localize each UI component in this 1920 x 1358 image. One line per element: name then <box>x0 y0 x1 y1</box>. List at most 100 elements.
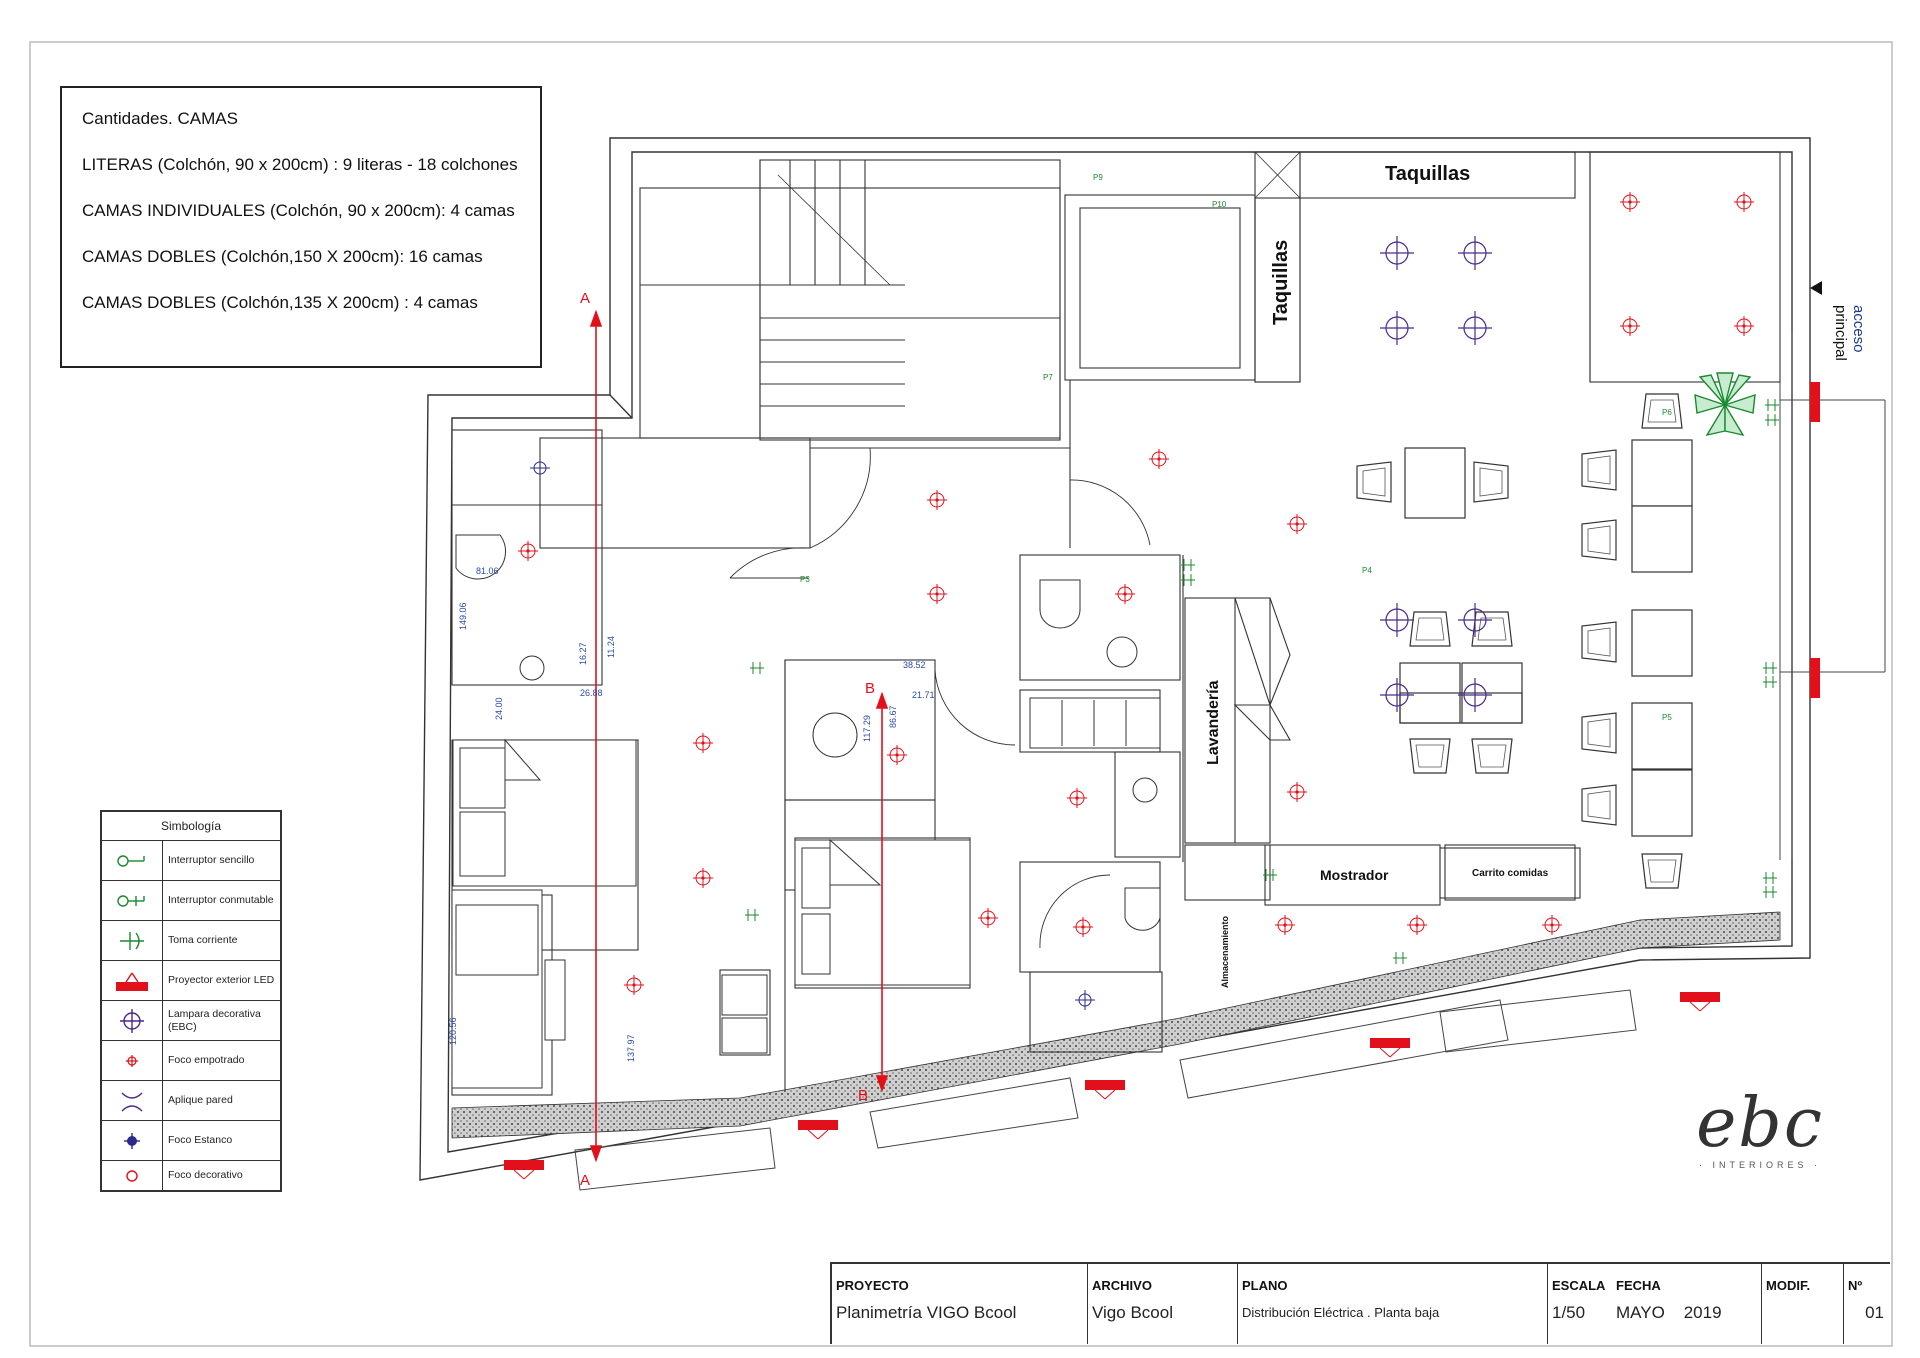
legend-label: Lampara decorativa (EBC) <box>168 1008 261 1033</box>
waterproof-spot-icon <box>124 1132 140 1149</box>
tb-fecha-anio: 2019 <box>1683 1303 1722 1322</box>
lobby-furniture <box>1356 393 1693 889</box>
decorative-spot-icon <box>126 1169 138 1182</box>
access-label-2: principal <box>1832 305 1849 361</box>
single-switch-icon <box>117 854 145 867</box>
tb-num-value: 01 <box>1865 1303 1884 1322</box>
legend-row: Lampara decorativa (EBC) <box>102 1001 280 1041</box>
room-taquillas-side: Taquillas <box>1270 240 1292 325</box>
outlet-icon <box>120 931 144 950</box>
point-p7: P7 <box>1043 373 1053 382</box>
legend-label: Toma corriente <box>168 934 238 947</box>
dim-21-71: 21.71 <box>912 690 935 700</box>
quantity-dobles-135: CAMAS DOBLES (Colchón,135 X 200cm) : 4 c… <box>82 293 478 312</box>
legend-row: Foco empotrado <box>102 1041 280 1081</box>
room-taquillas-top: Taquillas <box>1385 163 1470 185</box>
point-p4: P4 <box>1362 566 1372 575</box>
tb-archivo-label: ARCHIVO <box>1092 1278 1152 1293</box>
room-carrito: Carrito comidas <box>1472 868 1549 879</box>
room-lavanderia: Lavandería <box>1205 680 1222 765</box>
wall-sconce-icon <box>121 1091 143 1112</box>
plant-icon <box>1694 372 1756 437</box>
door-swings <box>729 447 1151 949</box>
led-projector-icon <box>116 972 148 991</box>
legend-label: Foco decorativo <box>168 1169 243 1182</box>
dim-120-56: 120.56 <box>448 1017 458 1045</box>
legend-label: Aplique pared <box>168 1094 233 1107</box>
tb-modif-label: MODIF. <box>1766 1278 1811 1293</box>
point-p10: P10 <box>1212 200 1227 209</box>
legend-row: Toma corriente <box>102 921 280 961</box>
point-p9: P9 <box>1093 173 1103 182</box>
section-a-top: A <box>580 290 590 307</box>
legend-label: Foco empotrado <box>168 1054 245 1067</box>
quantity-dobles-150: CAMAS DOBLES (Colchón,150 X 200cm): 16 c… <box>82 247 483 266</box>
tb-fecha-label: FECHA <box>1616 1278 1661 1293</box>
section-a-bottom: A <box>580 1172 590 1189</box>
tb-escala: ESCALA 1/50 <box>1548 1264 1612 1344</box>
legend-row: Foco decorativo <box>102 1161 280 1190</box>
quantities-title: Cantidades. CAMAS <box>82 109 238 128</box>
title-block: PROYECTO Planimetría VIGO Bcool ARCHIVO … <box>830 1262 1890 1344</box>
room-almacenamiento: Almacenamiento <box>1220 915 1230 988</box>
room-mostrador: Mostrador <box>1320 867 1389 883</box>
section-b-top: B <box>865 680 875 697</box>
legend-label: Foco Estanco <box>168 1134 233 1147</box>
dim-149-06: 149.06 <box>458 602 468 630</box>
recessed-spots <box>517 191 1755 996</box>
recessed-spot-icon <box>126 1054 138 1067</box>
point-p6: P6 <box>1662 408 1672 417</box>
decorative-lamp-icon <box>120 1008 144 1033</box>
logo-sub: · INTERIORES · <box>1698 1160 1821 1170</box>
tb-proyecto-value: Planimetría VIGO Bcool <box>836 1303 1017 1322</box>
hatched-wall <box>451 911 1781 1139</box>
point-labels: P9 P10 P7 P3 P4 P5 P6 <box>800 173 1672 722</box>
tb-num: Nº 01 <box>1844 1264 1890 1344</box>
legend-title: Simbología <box>102 812 280 841</box>
tb-escala-label: ESCALA <box>1552 1278 1606 1293</box>
dim-86-67: 86.67 <box>888 705 898 728</box>
tb-proyecto-label: PROYECTO <box>836 1278 909 1293</box>
quantity-literas: LITERAS (Colchón, 90 x 200cm) : 9 litera… <box>82 155 518 174</box>
section-b-bottom: B <box>858 1087 868 1104</box>
tb-proyecto: PROYECTO Planimetría VIGO Bcool <box>832 1264 1088 1344</box>
dim-11-24: 11.24 <box>606 636 616 658</box>
tb-archivo-value: Vigo Bcool <box>1092 1303 1173 1322</box>
tb-plano-value: Distribución Eléctrica . Planta baja <box>1242 1305 1440 1320</box>
tb-fecha-value: MAYO 2019 <box>1616 1303 1755 1323</box>
legend-label: Interruptor conmutable <box>168 894 274 907</box>
dim-38-52: 38.52 <box>903 660 926 670</box>
waterproof-spots <box>530 458 1095 1010</box>
symbology-legend: Simbología Interruptor sencillo Interrup… <box>100 810 282 1192</box>
legend-label: Interruptor sencillo <box>168 854 255 867</box>
tb-escala-value: 1/50 <box>1552 1303 1586 1322</box>
legend-row: Proyector exterior LED <box>102 961 280 1001</box>
access-arrow-icon <box>1810 281 1822 295</box>
tb-modif: MODIF. <box>1762 1264 1844 1344</box>
legend-row: Aplique pared <box>102 1081 280 1121</box>
led-projectors <box>503 382 1820 1180</box>
logo-mark: ebc <box>1696 1084 1824 1163</box>
beds <box>451 534 1161 1089</box>
dim-137-97: 137.97 <box>626 1034 636 1062</box>
tb-num-label: Nº <box>1848 1278 1863 1293</box>
legend-label: Proyector exterior LED <box>168 974 275 987</box>
section-lines <box>589 309 889 1163</box>
dim-117-29: 117.29 <box>862 715 872 742</box>
street-frames <box>574 330 1886 1191</box>
point-p3: P3 <box>800 575 810 584</box>
tb-fecha: FECHA MAYO 2019 <box>1612 1264 1762 1344</box>
tb-archivo: ARCHIVO Vigo Bcool <box>1088 1264 1238 1344</box>
dim-81-06: 81.06 <box>476 566 499 576</box>
dim-16-27: 16.27 <box>578 642 588 665</box>
bed-quantities-box: Cantidades. CAMAS LITERAS (Colchón, 90 x… <box>60 86 542 368</box>
tb-plano-label: PLANO <box>1242 1278 1288 1293</box>
access-label: acceso <box>1850 305 1867 353</box>
ebc-logo: ebc · INTERIORES · <box>1680 1084 1840 1171</box>
dim-24-00: 24.00 <box>494 697 504 720</box>
quantity-individuales: CAMAS INDIVIDUALES (Colchón, 90 x 200cm)… <box>82 201 515 220</box>
legend-row: Interruptor conmutable <box>102 881 280 921</box>
tb-fecha-mes: MAYO <box>1616 1303 1665 1322</box>
point-p5: P5 <box>1662 713 1672 722</box>
